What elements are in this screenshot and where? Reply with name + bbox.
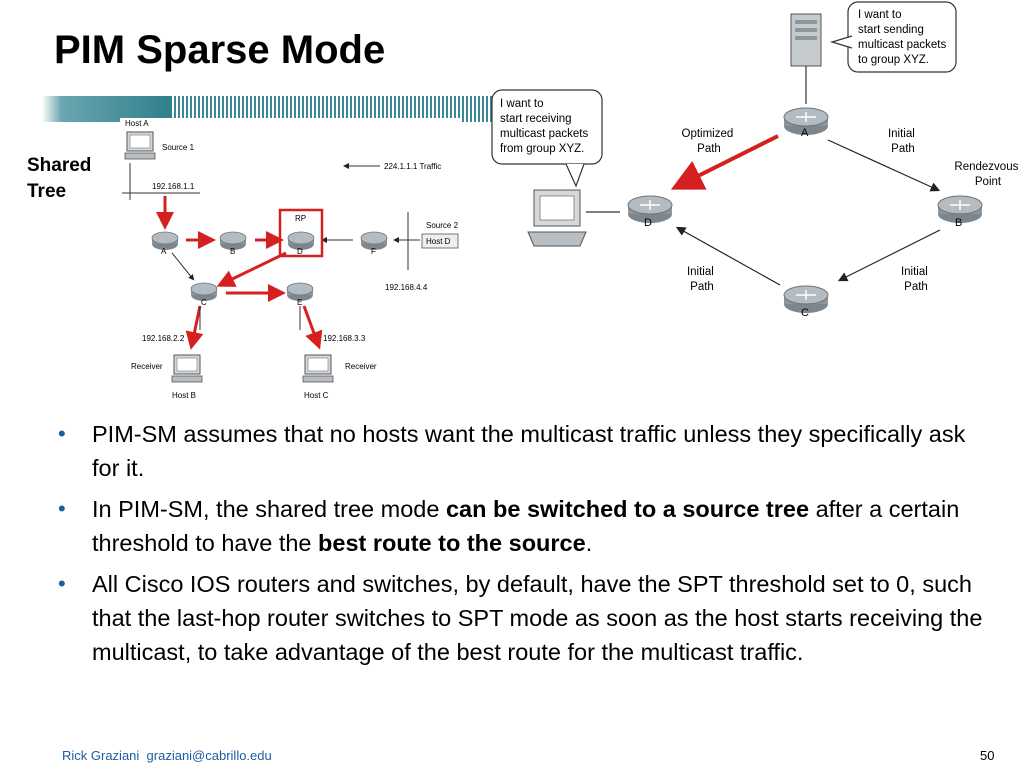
initial-path-ab-label: Initial Path [888,128,918,155]
host-d-label: Host D [426,237,451,246]
router-b-label: B [230,247,235,256]
rp-router-c-label: C [801,307,809,319]
host-a-label: Host A [125,119,149,128]
net2-label: 192.168.2.2 [142,334,185,343]
source2-label: Source 2 [426,221,459,230]
host-icon [527,189,587,247]
shared-tree-label: Shared Tree [27,155,92,202]
bullet-item: • PIM-SM assumes that no hosts want the … [58,417,998,485]
svg-text:I want to start receiv: I want to start receiving multicast pack… [500,98,591,155]
receiver-left-label: Receiver [131,362,163,371]
optimized-path-arrow [670,134,779,190]
net4-label: 192.168.4.4 [385,283,428,292]
router-c-label: C [201,298,207,307]
bullet-dot-icon: • [58,421,66,446]
right-diagram: I want to start sending multicast packet… [491,1,1021,319]
source1-label: Source 1 [162,143,195,152]
slide-title: PIM Sparse Mode [54,28,386,72]
rp-router-a-label: A [801,127,809,139]
host-icon [124,131,156,160]
pim-diagram: Host A Source 1 192.168.1.1 224.1.1.1 Tr… [120,1,1021,400]
left-diagram: Host A Source 1 192.168.1.1 224.1.1.1 Tr… [120,118,462,400]
rp-label: RP [295,214,306,223]
decorative-stripe [42,96,502,122]
bullet-dot-icon: • [58,571,66,596]
initial-path-dc-label: Initial Path [687,266,717,293]
host-icon [302,354,334,383]
router-d-label: D [297,247,303,256]
rp-highlight-box [278,208,324,258]
net1-label: 192.168.1.1 [152,182,195,191]
bullet-dot-icon: • [58,496,66,521]
rp-router-b-label: B [955,217,962,229]
host-b-label: Host B [172,391,196,400]
optimized-path-label: Optimized Path [682,128,737,155]
server-icon [790,13,822,67]
receiver-right-label: Receiver [345,362,377,371]
bullet-item: • All Cisco IOS routers and switches, by… [58,567,998,669]
router-e-label: E [297,298,302,307]
source-callout: I want to start sending multicast packet… [829,1,957,73]
svg-text:I want to start sendin: I want to start sending multicast packet… [858,9,949,66]
rp-router-d-label: D [644,217,652,229]
router-a-label: A [161,247,167,256]
footer-credit: Rick Graziani graziani@cabrillo.edu [62,748,272,763]
initial-path-bc-label: Initial Path [901,266,931,293]
bullet-item: • In PIM-SM, the shared tree mode can be… [58,492,998,560]
host-c-label: Host C [304,391,329,400]
bullet-list: • PIM-SM assumes that no hosts want the … [58,417,998,676]
router-f-label: F [371,247,376,256]
receiver-callout: I want to start receiving multicast pack… [491,89,603,188]
rendezvous-point-label: Rendezvous Point [954,161,1021,188]
host-icon [171,354,203,383]
page-number: 50 [980,748,995,763]
net3-label: 192.168.3.3 [323,334,366,343]
traffic-label: 224.1.1.1 Traffic [384,162,441,171]
